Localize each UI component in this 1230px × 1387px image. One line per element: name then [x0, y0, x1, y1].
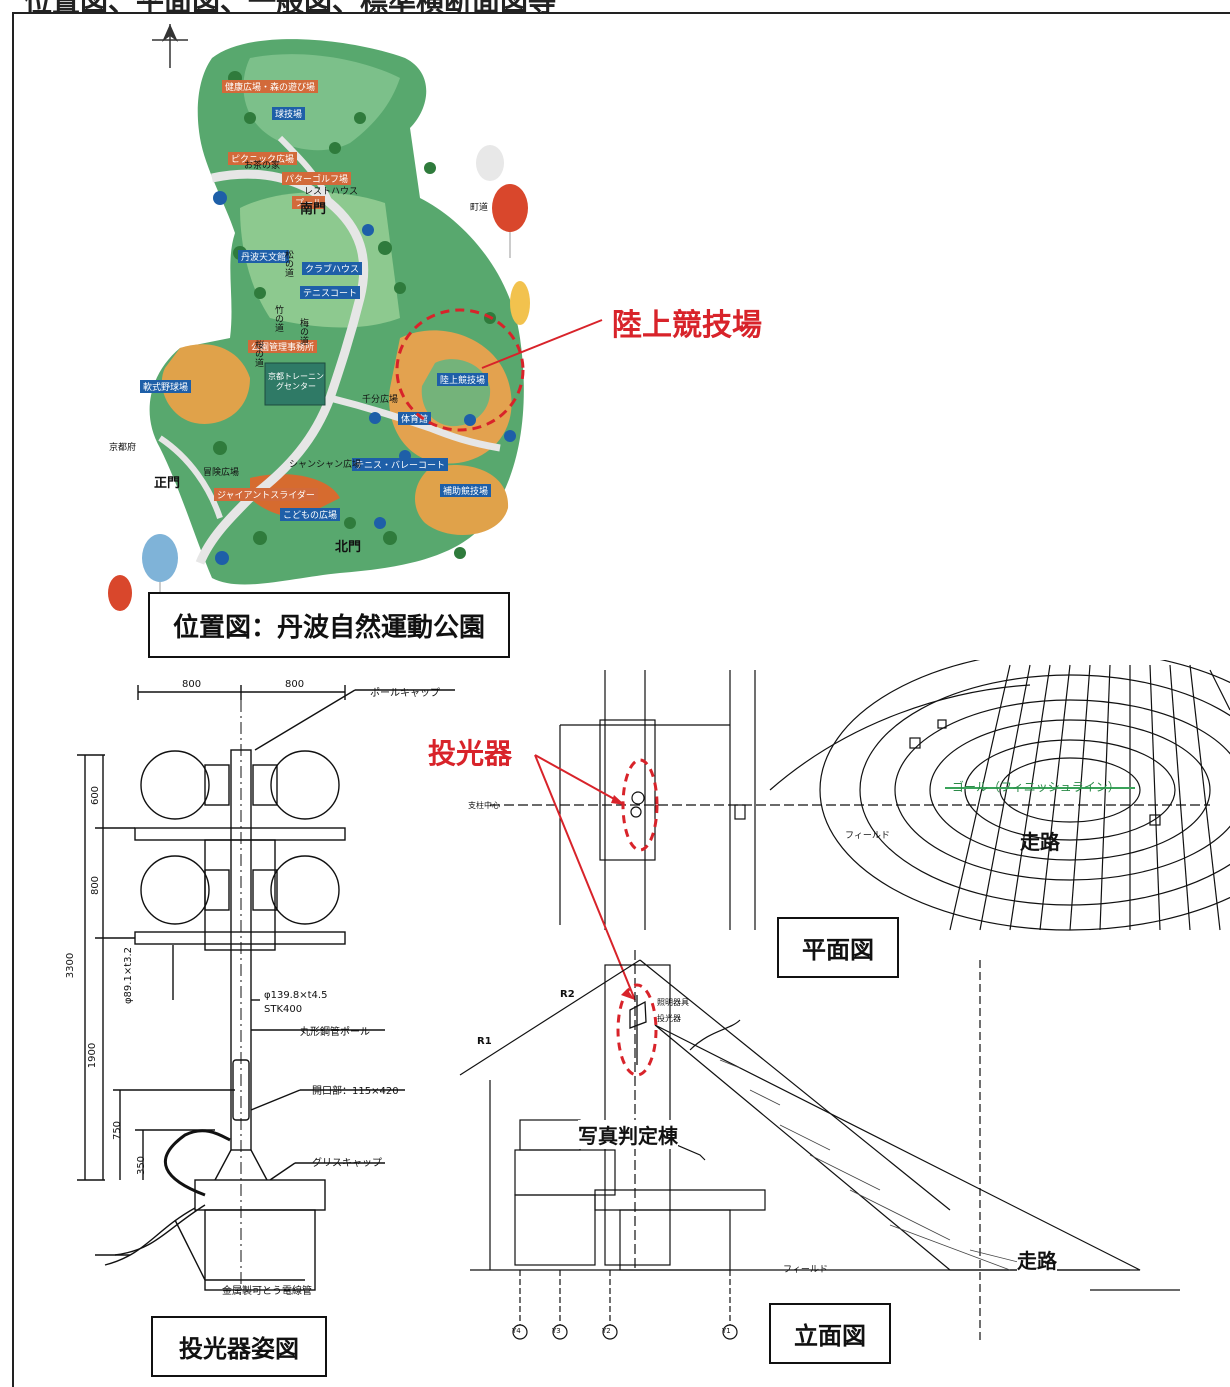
map-label-baseball: 軟式野球場	[140, 380, 192, 393]
map-label-tennis: テニスコート	[300, 286, 361, 299]
dim-800: 800	[90, 875, 102, 896]
map-label-teahouse: お茶の家	[244, 161, 281, 171]
grid-y2: Y2	[602, 1327, 611, 1335]
elevation-view-drawing	[459, 950, 1180, 1340]
note-pipe-material: STK400	[264, 1004, 303, 1015]
document-title: 位置図、平面図、一般図、標準横断面図等	[24, 0, 556, 14]
plan-view-drawing	[490, 660, 1230, 931]
dim-750: 750	[112, 1120, 124, 1141]
grid-y4: Y4	[512, 1327, 521, 1335]
main-gate-label: 正門	[154, 476, 181, 491]
note-main-pipe: φ139.8×t4.5	[264, 990, 328, 1001]
map-label-putter-golf: パターゴルフ場	[282, 172, 352, 185]
map-label-slider: ジャイアントスライダー	[214, 488, 318, 501]
sheet-frame	[12, 12, 1230, 1387]
map-label-aux-field: 補助競技場	[440, 484, 492, 497]
map-label-kyoto: 京都府	[109, 443, 137, 453]
note-opening: 開口部：115×420	[312, 1086, 399, 1097]
map-label-resthouse: レストハウス	[304, 187, 359, 197]
note-pole-cap: ポールキャップ	[370, 688, 440, 699]
map-label-kids: こどもの広場	[280, 508, 341, 521]
photo-finish-building-label: 写真判定棟	[578, 1120, 678, 1149]
elevation-caption: 立面図	[769, 1303, 891, 1364]
note-round-pole: 丸形鋼管ポール	[300, 1027, 370, 1038]
dim-1900: 1900	[87, 1042, 99, 1069]
elevation-r1-label: R1	[477, 1036, 492, 1047]
map-label-pine-road: 松の道	[283, 250, 293, 277]
stadium-callout-label: 陸上競技場	[612, 308, 762, 343]
map-label-play-area: 健康広場・森の遊び場	[222, 80, 319, 93]
projector-callout-arrows	[534, 754, 636, 1001]
plan-goal-line-label: ゴール（フィニッシュライン）	[952, 780, 1120, 794]
elevation-r2-label: R2	[560, 989, 575, 1000]
dim-350: 350	[136, 1155, 148, 1176]
map-label-senbun: 千分広場	[362, 395, 399, 405]
map-label-volley: テニス・バレーコート	[352, 458, 449, 471]
note-conduit: 金属製可とう電線管	[222, 1286, 312, 1297]
north-arrow-icon	[152, 24, 188, 68]
dim-600: 600	[90, 785, 102, 806]
projector-callout-label: 投光器	[428, 737, 513, 770]
plan-caption: 平面図	[777, 917, 899, 978]
map-label-ballfield: 球技場	[272, 107, 306, 120]
stadium-callout-line	[481, 319, 603, 369]
stadium-callout	[395, 308, 603, 432]
map-caption: 位置図：丹波自然運動公園	[148, 592, 510, 658]
north-gate-label: 北門	[335, 540, 362, 555]
map-label-gym: 体育館	[398, 412, 432, 425]
map-label-training-center: 京都トレーニングセンター	[268, 372, 324, 391]
map-label-stadium: 陸上競技場	[437, 373, 489, 386]
map-label-picnic: ピクニック広場	[228, 152, 298, 165]
dim-width-right: 800	[285, 679, 305, 690]
map-label-shanshan: シャンシャン広場	[289, 460, 362, 470]
elevation-track-label: 走路	[1017, 1245, 1057, 1274]
elevation-projector-highlight	[616, 983, 658, 1077]
plan-field-label: フィールド	[845, 831, 890, 841]
elevation-mast-label: 投光器	[657, 1014, 681, 1023]
pole-caption: 投光器姿図	[151, 1316, 327, 1377]
note-grease-cap: グリスキャップ	[312, 1158, 382, 1169]
grid-y3: Y3	[552, 1327, 561, 1335]
plan-axis-label: 支柱中心	[468, 801, 500, 810]
map-label-office: 公園管理事務所	[248, 340, 318, 353]
map-label-clubhouse: クラブハウス	[302, 262, 363, 275]
map-label-bamboo-road: 竹の道	[273, 305, 283, 332]
map-label-pool: プール	[292, 196, 326, 209]
elevation-field-label: フィールド	[783, 1265, 828, 1275]
dim-width-left: 800	[182, 679, 202, 690]
document-title-strip: 位置図、平面図、一般図、標準横断面図等	[0, 0, 1230, 14]
grid-y1: Y1	[722, 1327, 731, 1335]
note-arm-pipe: φ89.1×t3.2	[123, 946, 135, 1005]
south-gate-label: 南門	[300, 202, 327, 217]
map-label-town-road: 町道	[470, 203, 489, 213]
map-label-plum-road: 梅の道	[298, 318, 308, 345]
plan-track-label: 走路	[1020, 830, 1060, 854]
stadium-highlight-circle	[395, 308, 525, 432]
elevation-light-label: 照明器具	[657, 998, 689, 1007]
map-label-adventure: 冒険広場	[203, 468, 240, 478]
projector-pole-drawing	[77, 685, 455, 1291]
map-label-sakura-road: 桜の道	[253, 340, 263, 367]
map-label-observatory: 丹波天文館	[238, 250, 290, 263]
dim-3300: 3300	[65, 952, 77, 979]
